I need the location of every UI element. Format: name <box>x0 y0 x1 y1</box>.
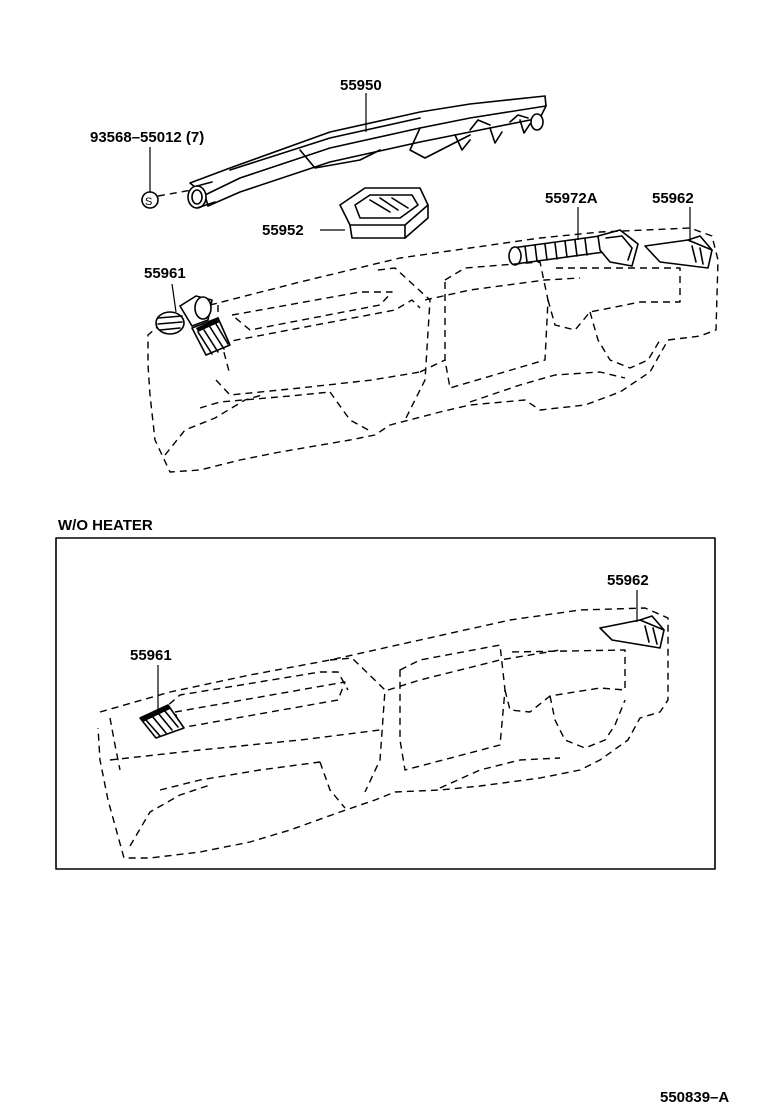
section-title-wo-heater: W/O HEATER <box>58 517 153 534</box>
instrument-panel-top <box>147 227 719 473</box>
instrument-panel-bottom <box>97 607 669 859</box>
side-register-55962-bottom <box>599 615 665 649</box>
side-register-55961-top <box>155 295 231 356</box>
side-register-55961-bottom <box>139 704 185 739</box>
center-duct-55952 <box>339 187 429 239</box>
part-label-55962-bottom: 55962 <box>607 572 649 589</box>
screw-symbol: S <box>141 191 159 209</box>
part-label-55961-bottom: 55961 <box>130 647 172 664</box>
figure-code: 550839–A <box>660 1089 729 1106</box>
part-label-93568-55012: 93568–55012 (7) <box>90 129 204 146</box>
part-label-55950: 55950 <box>340 77 382 94</box>
part-label-55961-top: 55961 <box>144 265 186 282</box>
side-register-55962-top <box>644 235 713 269</box>
screw-symbol-letter: S <box>145 196 152 208</box>
side-duct-hose-55972a <box>508 229 639 267</box>
part-label-55972a: 55972A <box>545 190 598 207</box>
wo-heater-frame <box>55 537 716 870</box>
part-label-55952: 55952 <box>262 222 304 239</box>
part-label-55962-top: 55962 <box>652 190 694 207</box>
defroster-nozzle-55950 <box>187 95 547 209</box>
